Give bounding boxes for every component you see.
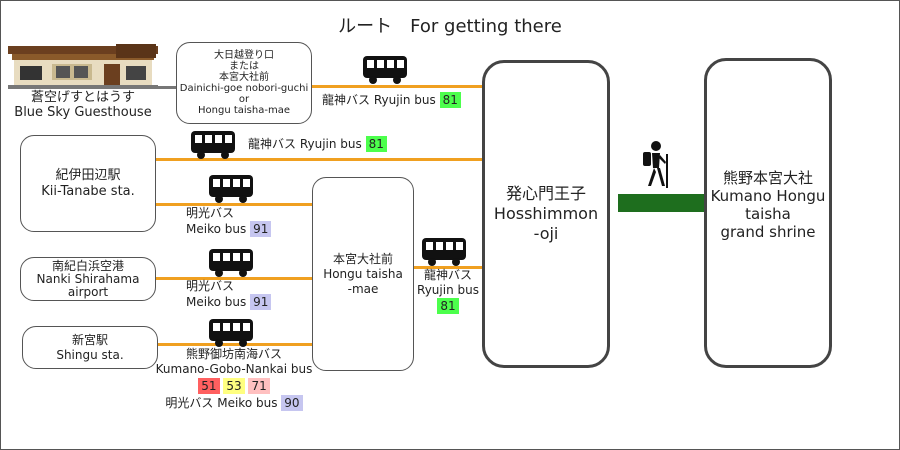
route-shingu-number-71: 71 xyxy=(248,378,270,394)
route-shingu-meiko: 明光バス Meiko bus xyxy=(165,396,278,410)
stop-line-6: Hongu taisha-mae xyxy=(198,105,290,116)
kii-tanabe-en: Kii-Tanabe sta. xyxy=(41,183,135,199)
route-line-shingu xyxy=(158,343,312,346)
guesthouse-name-en: Blue Sky Guesthouse xyxy=(14,105,152,120)
grand-shrine-en-2: taisha xyxy=(745,205,791,223)
bus-icon xyxy=(422,238,466,266)
bus-icon xyxy=(209,319,253,347)
route-line-kii-ryujin xyxy=(156,158,482,161)
bus-icon xyxy=(191,131,235,159)
stop-dainichi-goe: 大日越登り口 または 本宮大社前 Dainichi-goe nobori-guc… xyxy=(176,42,312,124)
route-nanki-meiko-ja: 明光バス xyxy=(186,279,235,293)
route-shingu-number-53: 53 xyxy=(223,378,245,394)
hongu-taisha-mae-stop: 本宮大社前 Hongu taisha -mae xyxy=(312,177,414,371)
hongu-mae-ja: 本宮大社前 xyxy=(332,251,393,266)
hosshimmon-en-2: -oji xyxy=(533,224,559,243)
route-kii-number: 81 xyxy=(365,136,387,152)
grand-shrine-ja: 熊野本宮大社 xyxy=(722,169,813,187)
stop-line-2: または xyxy=(229,61,259,72)
kii-tanabe-station: 紀伊田辺駅 Kii-Tanabe sta. xyxy=(20,135,156,232)
bus-icon xyxy=(209,175,253,203)
bus-icon xyxy=(363,56,407,84)
route-hongu-ja: 龍神バス xyxy=(423,268,472,282)
kii-tanabe-ja: 紀伊田辺駅 xyxy=(55,167,121,183)
route-shingu-number-51: 51 xyxy=(198,378,220,394)
route-line-kii-meiko xyxy=(156,203,312,206)
route-nanki-meiko-en: Meiko bus xyxy=(186,295,247,309)
route-top-number: 81 xyxy=(439,92,461,108)
nanki-en-1: Nanki Shirahama xyxy=(36,271,140,286)
stop-line-1: 大日越登り口 xyxy=(214,50,274,61)
shingu-ja: 新宮駅 xyxy=(71,332,108,347)
route-shingu-meiko-number: 90 xyxy=(281,395,303,411)
route-hongu-number: 81 xyxy=(437,298,459,314)
grand-shrine-en-3: grand shrine xyxy=(720,223,816,241)
route-top-label: 龍神バス Ryujin bus xyxy=(322,93,436,107)
hongu-mae-en-1: Hongu taisha xyxy=(323,266,403,281)
shingu-en: Shingu sta. xyxy=(56,347,124,362)
hongu-mae-en-2: -mae xyxy=(347,281,379,296)
route-kii-meiko-en: Meiko bus xyxy=(186,222,247,236)
route-hongu-en: Ryujin bus xyxy=(417,283,479,297)
walk-path xyxy=(618,194,704,212)
stop-line-4: Dainichi-goe nobori-guchi xyxy=(179,83,309,94)
hiker-icon xyxy=(643,141,668,188)
route-line-hongu xyxy=(414,266,482,269)
hosshimmon-en-1: Hosshimmon xyxy=(493,204,599,223)
kumano-hongu-taisha: 熊野本宮大社 Kumano Hongu taisha grand shrine xyxy=(704,58,832,368)
route-shingu-ja: 熊野御坊南海バス xyxy=(185,347,282,361)
hosshimmon-oji: 発心門王子 Hosshimmon -oji xyxy=(482,60,610,368)
guesthouse-name-ja: 蒼空げすとはうす xyxy=(30,90,135,105)
route-kii-meiko-ja: 明光バス xyxy=(186,206,235,220)
grand-shrine-en-1: Kumano Hongu xyxy=(710,187,826,205)
nanki-en-2: airport xyxy=(67,284,109,299)
route-shingu-en: Kumano-Gobo-Nankai bus xyxy=(155,362,313,376)
shingu-station: 新宮駅 Shingu sta. xyxy=(22,326,158,369)
route-kii-meiko-number: 91 xyxy=(250,221,272,237)
route-line-top xyxy=(312,85,482,88)
nanki-shirahama-airport: 南紀白浜空港 Nanki Shirahama airport xyxy=(20,257,156,301)
stop-line-5: or xyxy=(238,94,250,105)
hosshimmon-ja: 発心門王子 xyxy=(505,184,586,203)
guesthouse-connector xyxy=(158,86,176,89)
bus-icon xyxy=(209,249,253,277)
route-nanki-meiko-number: 91 xyxy=(250,294,272,310)
diagram-title: ルート For getting there xyxy=(338,16,562,37)
guesthouse-icon xyxy=(8,44,158,89)
nanki-ja: 南紀白浜空港 xyxy=(51,258,124,273)
route-line-nanki xyxy=(156,277,312,280)
stop-line-3: 本宮大社前 xyxy=(219,72,269,83)
route-kii-label: 龍神バス Ryujin bus xyxy=(248,137,362,151)
